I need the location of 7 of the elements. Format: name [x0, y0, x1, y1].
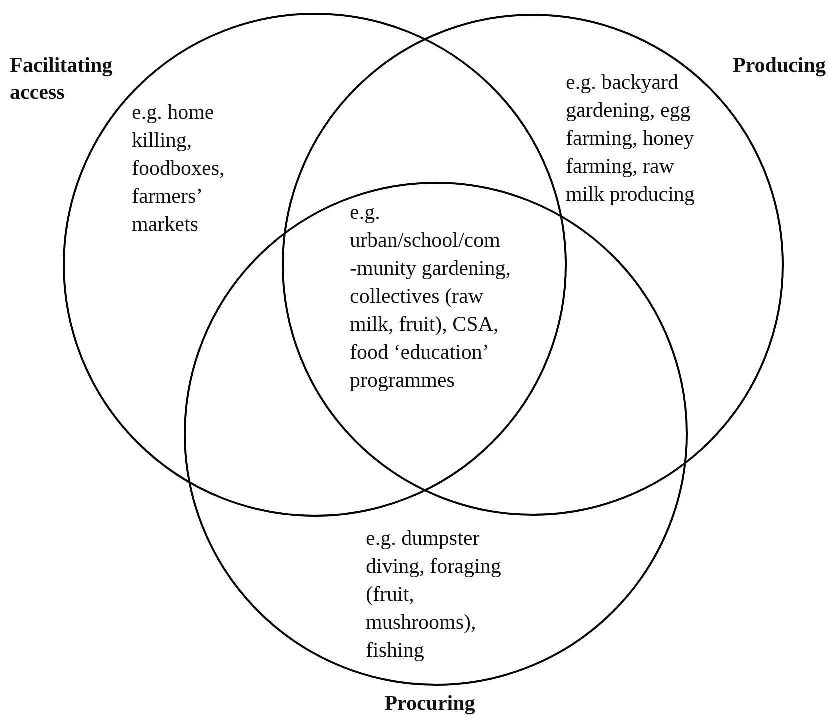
- overlap-example-text: e.g. urban/school/com -munity gardening, collectives (raw milk, fruit), CSA, food ‘education’ programmes: [350, 199, 512, 394]
- set-heading: Producing: [732, 52, 826, 79]
- example-text: e.g. dumpster diving, foraging (fruit, mushrooms), fishing: [366, 525, 502, 664]
- example-text: e.g. backyard gardening, egg farming, honey farming, raw milk producing: [566, 69, 696, 208]
- set-heading: Procuring: [384, 690, 476, 717]
- example-text: e.g. home killing, foodboxes, farmers’ markets: [132, 99, 226, 238]
- set-heading: Facilitating access: [10, 52, 114, 106]
